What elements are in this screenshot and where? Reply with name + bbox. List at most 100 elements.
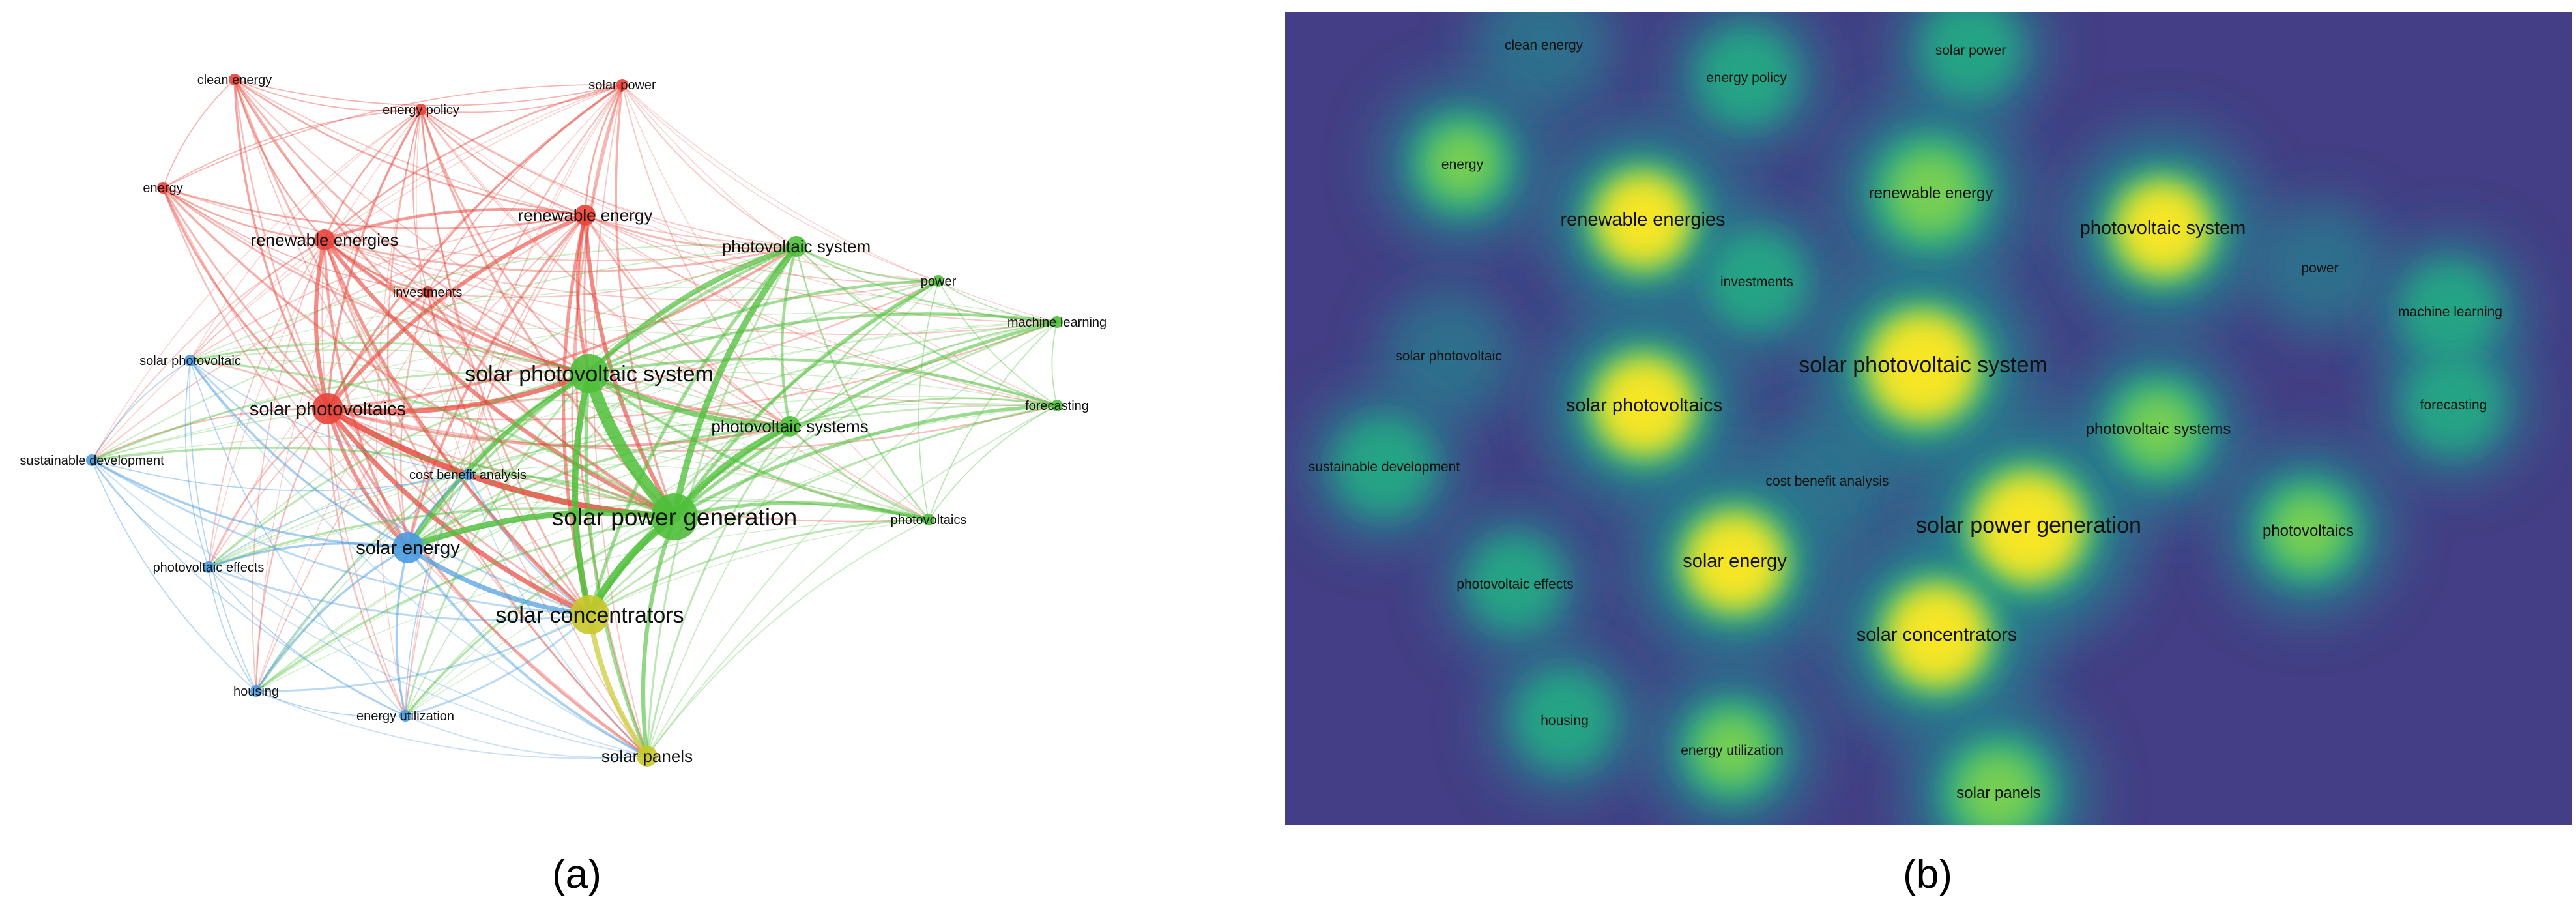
- network-edge: [585, 214, 1058, 406]
- network-edge: [208, 109, 422, 568]
- network-edge: [189, 342, 590, 375]
- node-photovoltaic-systems: [779, 416, 800, 437]
- network-edge: [404, 613, 591, 717]
- density-label-machine-learning: machine learning: [2398, 304, 2502, 319]
- network-edge: [208, 426, 790, 568]
- network-edge: [326, 108, 422, 410]
- network-edge: [586, 244, 799, 376]
- network-edge: [407, 280, 940, 549]
- network-edge: [420, 108, 676, 518]
- node-photovoltaics: [923, 514, 934, 525]
- density-label-clean-energy: clean energy: [1505, 38, 1584, 53]
- density-mid-housing: [1516, 671, 1613, 768]
- network-edge: [91, 360, 191, 461]
- network-edge: [405, 405, 1058, 716]
- network-edge: [189, 359, 676, 518]
- network-edge: [91, 407, 329, 462]
- density-label-solar-concentrators: solar concentrators: [1857, 624, 2018, 645]
- node-label-photovoltaic-effects: photovoltaic effects: [153, 561, 265, 575]
- network-edge: [208, 496, 929, 568]
- network-edge: [404, 372, 590, 717]
- network-edge: [233, 78, 676, 518]
- network-edge: [162, 186, 591, 616]
- network-edge: [407, 83, 624, 549]
- node-renewable-energies: [314, 229, 335, 250]
- network-edge: [426, 214, 586, 293]
- density-glow-solar-photovoltaic: [1382, 288, 1516, 422]
- density-high-renewable-energy: [1887, 149, 1975, 237]
- network-edge: [91, 312, 1058, 461]
- density-label-photovoltaic-effects: photovoltaic effects: [1456, 577, 1573, 592]
- network-edge: [91, 447, 676, 518]
- network-edge: [91, 460, 648, 757]
- network-edge: [325, 371, 592, 415]
- density-high-photovoltaic-systems: [2120, 391, 2196, 467]
- network-edge: [467, 84, 623, 475]
- caption-a: (a): [552, 852, 601, 897]
- network-edge: [586, 371, 792, 429]
- node-clean-energy: [229, 74, 240, 85]
- node-solar-power: [616, 79, 628, 91]
- network-edge: [91, 399, 790, 461]
- network-edge: [399, 291, 429, 549]
- network-edge: [326, 407, 410, 550]
- network-edge: [420, 108, 590, 375]
- network-edge: [395, 546, 409, 717]
- network-edge: [234, 79, 623, 106]
- network-edge: [325, 213, 588, 411]
- network-edge: [190, 287, 1058, 361]
- density-label-photovoltaics: photovoltaics: [2263, 522, 2354, 540]
- network-edge: [405, 371, 592, 550]
- density-mid-energy-policy: [1698, 29, 1795, 125]
- network-edge: [671, 243, 800, 520]
- node-solar-concentrators: [570, 595, 609, 634]
- node-solar-photovoltaic: [184, 355, 196, 366]
- network-edge: [323, 239, 798, 273]
- network-edge: [162, 109, 422, 188]
- network-edge: [588, 518, 930, 616]
- node-energy-utilization: [399, 710, 411, 722]
- node-cost-benefit-analysis: [462, 469, 474, 480]
- density-mid-photovoltaic-effects: [1469, 538, 1561, 629]
- network-edge: [326, 407, 469, 476]
- network-edge: [326, 407, 649, 758]
- network-edge: [234, 79, 790, 427]
- node-label-photovoltaic-systems: photovoltaic systems: [711, 417, 868, 436]
- network-edge: [255, 405, 1058, 692]
- density-label-photovoltaic-systems: photovoltaic systems: [2086, 420, 2231, 438]
- node-label-solar-power: solar power: [588, 78, 656, 93]
- node-solar-panels: [637, 746, 658, 767]
- density-label-energy: energy: [1441, 157, 1484, 172]
- network-edge: [190, 360, 648, 757]
- network-edge: [208, 84, 623, 568]
- network-edge: [91, 460, 209, 568]
- network-edge: [420, 109, 648, 757]
- network-edge: [467, 321, 1058, 475]
- node-label-solar-concentrators: solar concentrators: [495, 603, 684, 628]
- network-edge: [426, 291, 590, 375]
- network-edge: [420, 109, 790, 427]
- network-edge: [584, 214, 798, 250]
- network-edge: [585, 214, 929, 520]
- network-edge: [208, 566, 406, 716]
- network-edge: [326, 407, 792, 448]
- density-peak-solar-concentrators: [1889, 587, 1985, 684]
- density-high-photovoltaics: [2270, 493, 2346, 568]
- network-edge: [208, 214, 586, 568]
- network-edge: [189, 359, 409, 549]
- density-label-investments: investments: [1720, 274, 1793, 289]
- network-edge: [323, 208, 587, 242]
- network-edge: [255, 214, 586, 692]
- network-edge: [405, 474, 469, 716]
- network-edge: [575, 214, 648, 757]
- network-edge: [326, 291, 429, 410]
- network-edge: [91, 246, 797, 461]
- network-edge: [255, 426, 790, 692]
- network-edge: [588, 321, 1058, 616]
- network-edge: [324, 239, 939, 301]
- density-label-energy-policy: energy policy: [1706, 70, 1787, 85]
- network-edge: [467, 473, 676, 518]
- node-label-forecasting: forecasting: [1025, 399, 1089, 413]
